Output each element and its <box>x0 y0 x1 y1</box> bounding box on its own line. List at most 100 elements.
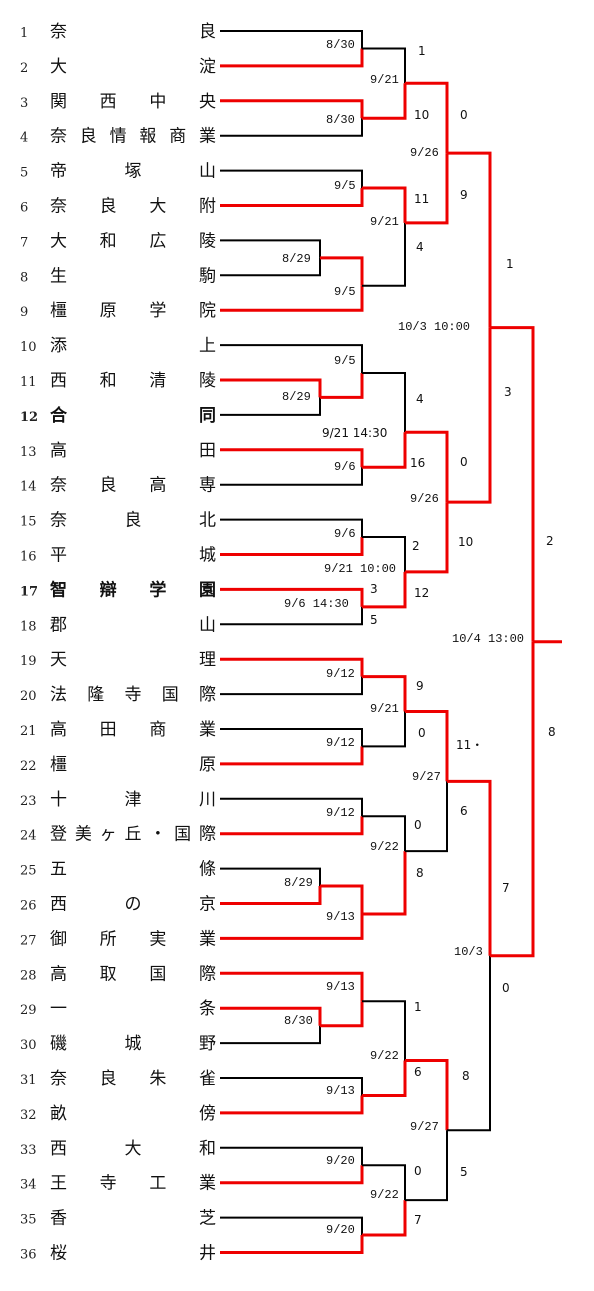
team-number: 33 <box>20 1143 37 1158</box>
team-name: 一条 <box>50 999 216 1019</box>
match-date: 9/21 <box>370 702 399 716</box>
bracket-line <box>362 372 406 433</box>
match-date: 8/29 <box>282 390 311 404</box>
match-score: 5 <box>460 1165 468 1179</box>
team-number: 23 <box>20 794 37 809</box>
match-score: 12 <box>414 586 429 600</box>
team-name: 奈良情報商業 <box>50 127 216 147</box>
bracket-line <box>362 47 406 84</box>
team-name: 智辯学園 <box>50 579 216 600</box>
bracket-line <box>220 169 363 188</box>
bracket-line <box>220 867 321 886</box>
winner-line <box>490 326 535 642</box>
team-number: 29 <box>20 1003 37 1018</box>
match-score: 8 <box>548 725 556 739</box>
match-date: 9/12 <box>326 736 355 750</box>
team-name: 関西中央 <box>50 92 216 112</box>
match-score: 11・ <box>456 738 483 752</box>
bracket-line <box>362 1000 406 1061</box>
team-name: 高取国際 <box>50 964 216 984</box>
bracket-line <box>220 606 363 626</box>
match-date: 10/4 13:00 <box>452 632 524 646</box>
match-score: 8 <box>416 866 424 880</box>
match-score: 16 <box>410 456 425 470</box>
bracket-line <box>362 711 406 748</box>
team-number: 35 <box>20 1213 37 1228</box>
winner-line <box>362 851 407 916</box>
match-score: 10 <box>414 108 429 122</box>
bracket-line <box>220 1025 321 1045</box>
team-name: 奈良 <box>50 22 216 42</box>
team-number: 8 <box>20 270 28 285</box>
team-name: 平城 <box>50 546 216 566</box>
team-number: 15 <box>20 515 37 530</box>
team-name: 畝傍 <box>50 1104 216 1124</box>
match-date: 9/6 14:30 <box>284 597 349 611</box>
match-score: 1 <box>418 44 426 58</box>
winner-line <box>220 886 322 905</box>
team-number: 36 <box>20 1248 37 1263</box>
match-score: 2 <box>412 539 420 553</box>
team-name: 大和広陵 <box>50 231 216 251</box>
winner-line <box>447 779 492 956</box>
match-date: 9/13 <box>326 980 355 994</box>
match-date: 9/13 <box>326 910 355 924</box>
bracket-line <box>405 1130 448 1202</box>
winner-line <box>405 502 449 574</box>
match-date: 9/27 <box>410 1120 439 1134</box>
winner-line <box>220 188 364 207</box>
team-name: 五條 <box>50 860 216 880</box>
winner-line <box>405 1059 449 1131</box>
match-date: 8/29 <box>284 876 313 890</box>
team-name: 帝塚山 <box>50 162 216 182</box>
bracket-line <box>362 536 406 572</box>
match-score: 9/21 14:30 <box>322 426 387 440</box>
match-date: 10/3 10:00 <box>398 320 470 334</box>
team-name: 奈良高専 <box>50 476 216 496</box>
team-number: 6 <box>20 201 28 216</box>
team-name: 王寺工業 <box>50 1174 216 1194</box>
team-number: 12 <box>20 410 38 425</box>
team-number: 34 <box>20 1178 37 1193</box>
match-date: 8/29 <box>282 252 311 266</box>
match-score: 0 <box>418 726 426 740</box>
team-number: 27 <box>20 933 37 948</box>
team-name: 磯城野 <box>50 1034 216 1054</box>
match-score: 9 <box>416 679 424 693</box>
team-number: 30 <box>20 1038 37 1053</box>
match-date: 9/13 <box>326 1084 355 1098</box>
team-name: 橿原学院 <box>50 301 216 321</box>
team-name: 西の京 <box>50 895 216 915</box>
team-number: 31 <box>20 1073 37 1088</box>
bracket-line <box>220 797 363 817</box>
winner-line <box>362 571 407 609</box>
team-name: 大淀 <box>50 57 216 77</box>
team-number: 24 <box>20 829 37 844</box>
bracket-line <box>362 815 406 852</box>
team-name: 合同 <box>50 405 216 426</box>
bracket-line <box>220 397 321 416</box>
match-date: 9/6 <box>334 527 356 541</box>
match-date: 10/3 <box>454 945 483 959</box>
match-score: 8 <box>462 1069 470 1083</box>
team-name: 奈良北 <box>50 511 216 531</box>
team-name: 桜井 <box>50 1244 216 1264</box>
match-score: 1 <box>414 1000 422 1014</box>
match-score: 0 <box>502 981 510 995</box>
winner-line <box>405 430 449 503</box>
match-date: 9/21 <box>370 73 399 87</box>
match-score: 6 <box>460 804 468 818</box>
match-score: 7 <box>502 881 510 895</box>
match-date: 9/20 <box>326 1223 355 1237</box>
winner-line <box>220 816 364 836</box>
match-date: 9/27 <box>412 770 441 784</box>
match-score: 5 <box>370 613 378 627</box>
match-date: 8/30 <box>326 38 355 52</box>
bracket-line <box>362 222 406 287</box>
match-date: 9/26 <box>410 492 439 506</box>
winner-line <box>362 432 407 469</box>
team-name: 添上 <box>50 336 216 356</box>
team-number: 1 <box>20 26 28 41</box>
